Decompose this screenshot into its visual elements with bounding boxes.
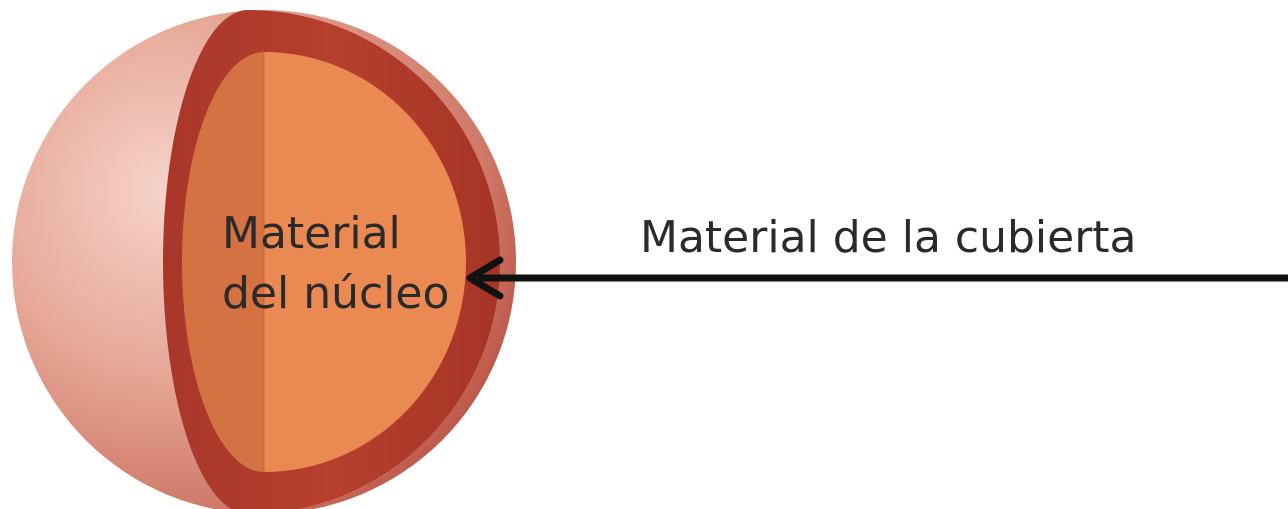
shell-label: Material de la cubierta <box>640 212 1137 263</box>
core-material-left <box>182 52 264 472</box>
shell-pointer-arrow-head <box>466 256 504 300</box>
core-material-right <box>264 52 466 472</box>
core-label-line2: del núcleo <box>222 268 449 319</box>
core-label-line1: Material <box>222 208 401 259</box>
